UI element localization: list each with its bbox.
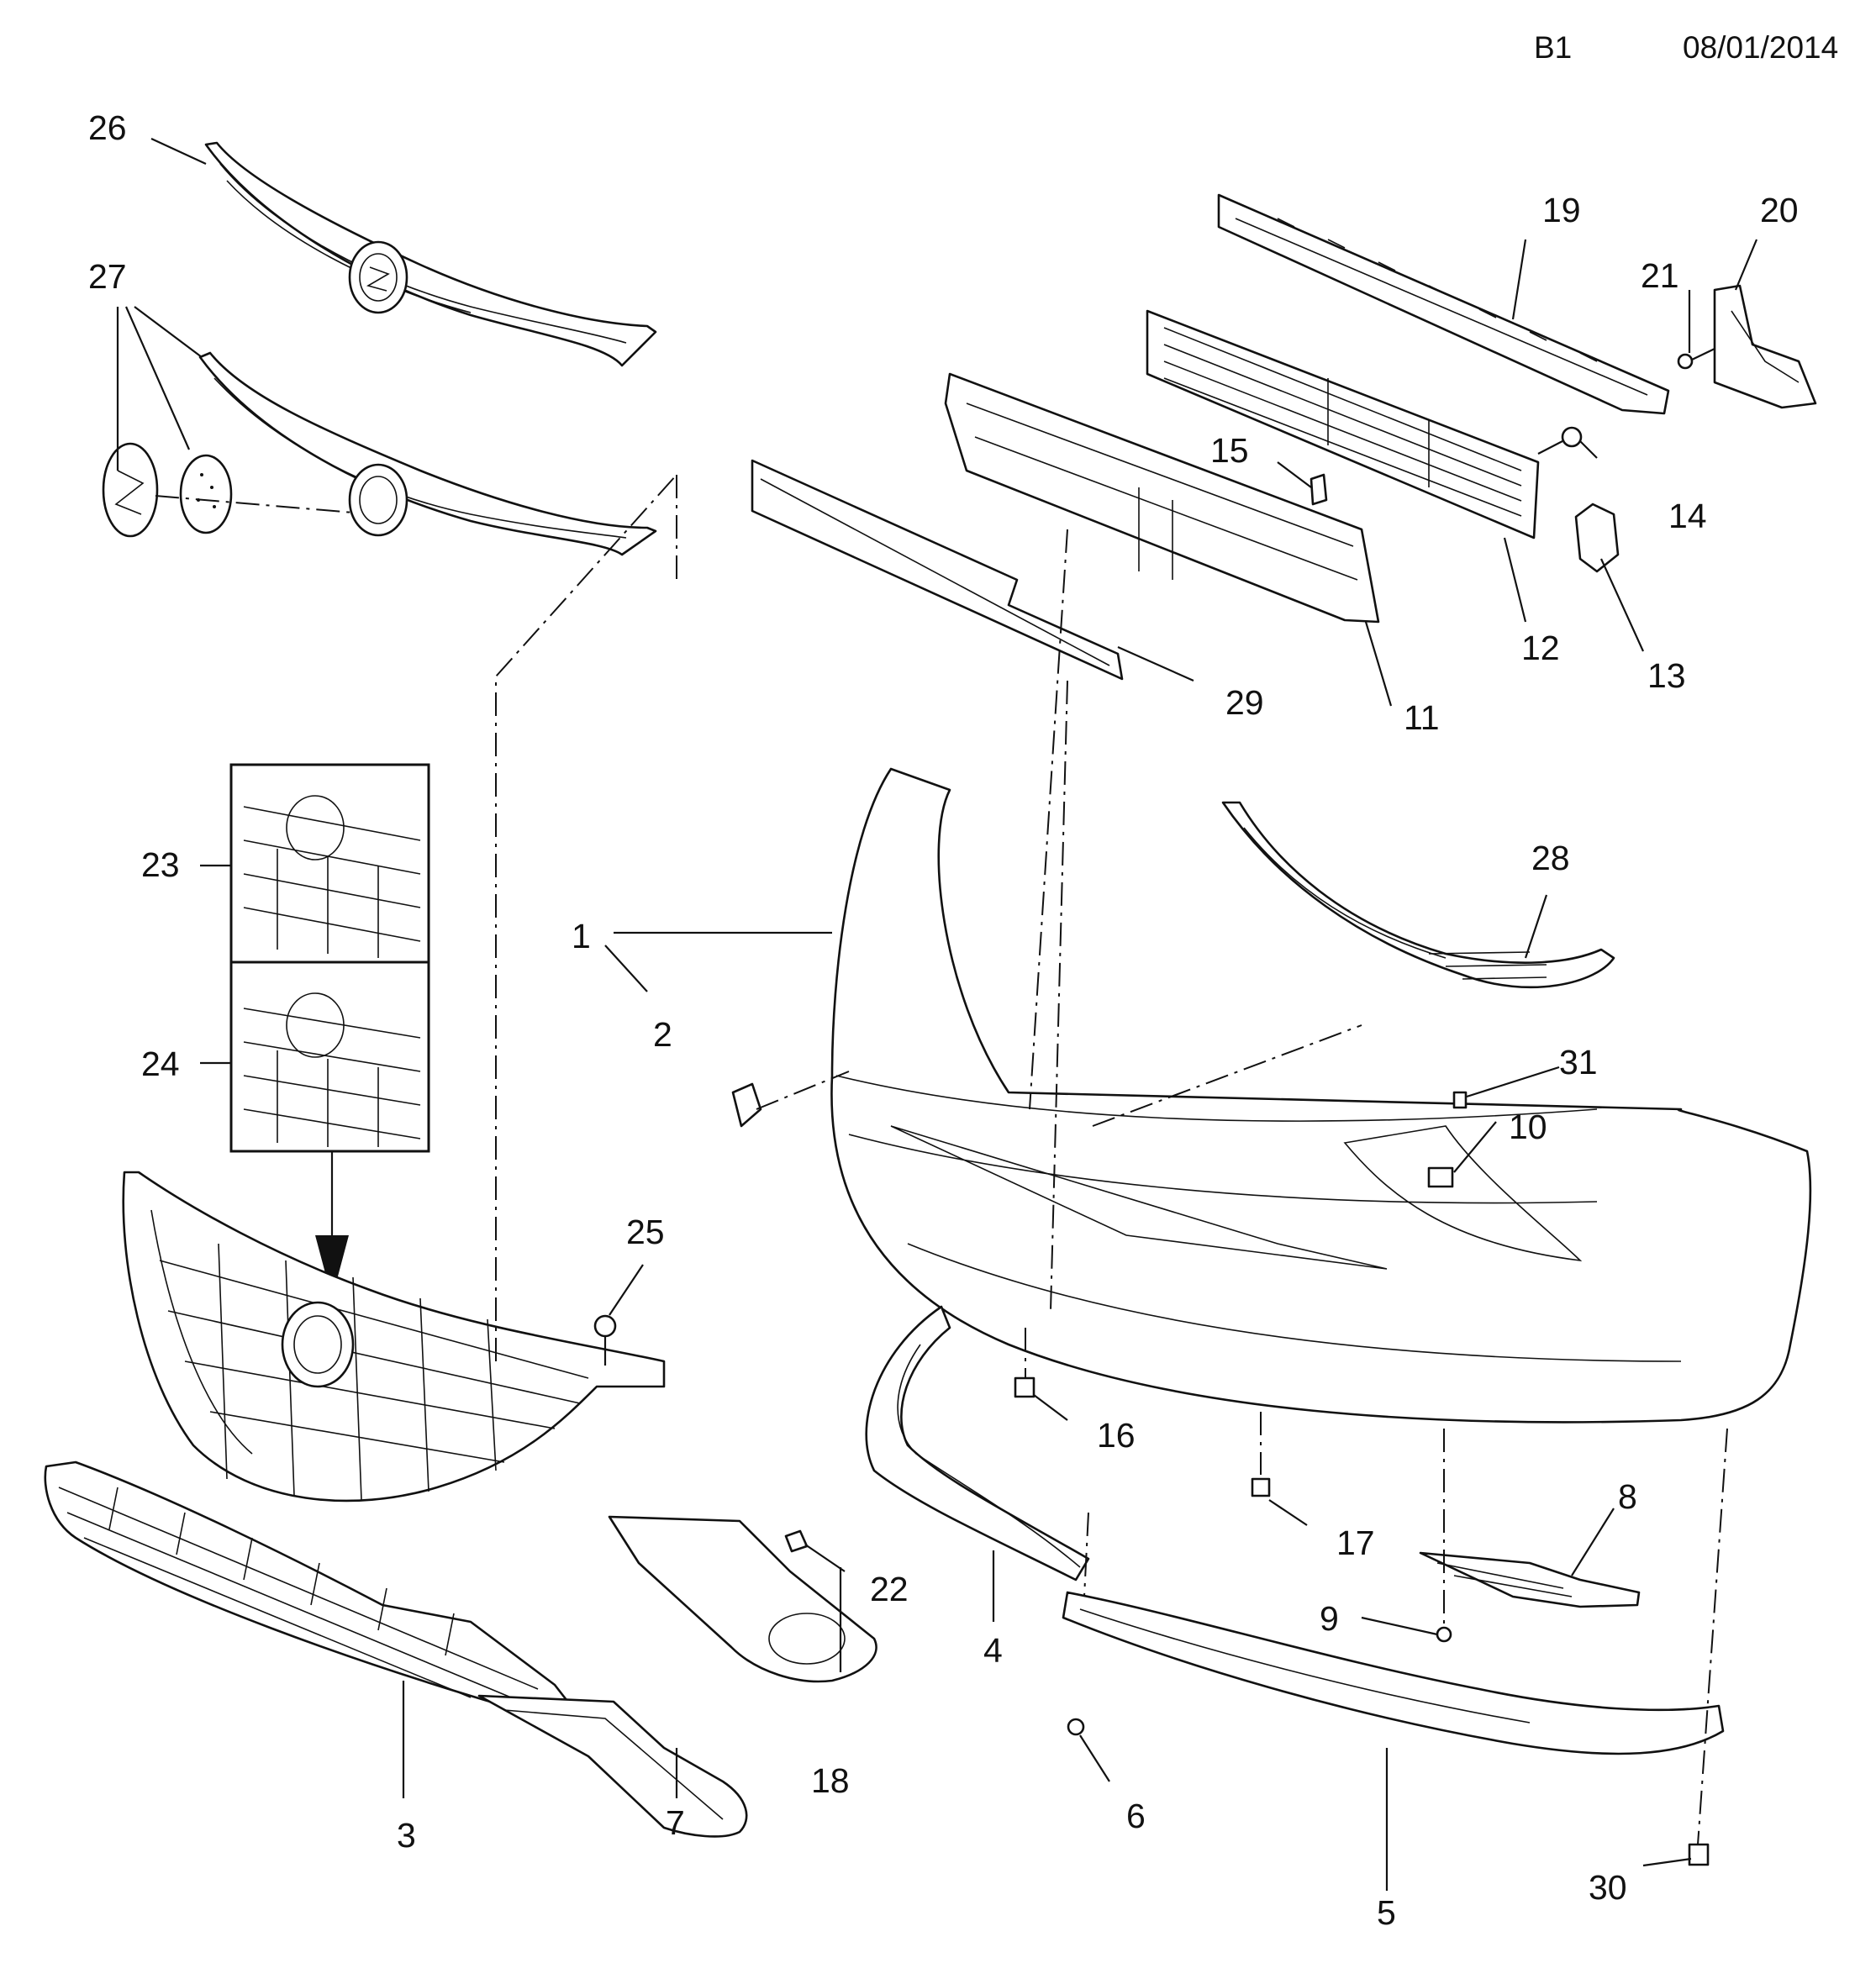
callout-9: 9 <box>1320 1599 1339 1638</box>
callout-22: 22 <box>870 1570 909 1608</box>
part-7-fog-trim <box>477 1694 748 1838</box>
callout-13: 13 <box>1647 656 1686 695</box>
part-21-screw <box>1677 348 1715 370</box>
alignment-line-grille-left <box>495 474 677 1361</box>
callout-24: 24 <box>141 1045 180 1083</box>
part-13-actuator <box>1574 503 1620 573</box>
callout-16: 16 <box>1097 1416 1136 1455</box>
grille-assembly <box>122 1171 666 1503</box>
part-2-tow-hook-cover <box>731 1082 762 1128</box>
callout-21: 21 <box>1641 256 1679 295</box>
alignment-line-28 <box>1092 1024 1362 1127</box>
part-4-lower-spoiler <box>865 1305 1090 1581</box>
callout-2: 2 <box>653 1015 672 1054</box>
part-8-tow-grille <box>1419 1551 1641 1608</box>
inset-24-grille-variant <box>229 960 430 1153</box>
fastener-10 <box>1427 1166 1454 1188</box>
fastener-16 <box>1014 1376 1035 1398</box>
part-27-grille-with-emblem <box>198 351 657 556</box>
callout-12: 12 <box>1521 629 1560 667</box>
callout-10: 10 <box>1509 1108 1547 1146</box>
part-27-emblem <box>102 442 233 538</box>
alignment-line-emblem <box>155 495 354 513</box>
part-5-lower-lip <box>1062 1591 1725 1755</box>
fastener-6 <box>1067 1718 1085 1736</box>
callout-28: 28 <box>1531 839 1570 877</box>
alignment-line-center-a <box>1029 529 1068 1110</box>
callout-labels: 26 27 19 20 21 15 14 12 13 11 29 28 1 2 … <box>88 108 1799 1932</box>
callout-3: 3 <box>397 1816 416 1855</box>
callout-7: 7 <box>666 1803 685 1842</box>
part-28-upper-bumper-mesh <box>1221 801 1615 989</box>
callout-14: 14 <box>1668 497 1707 535</box>
part-11-deflector-frame <box>944 372 1380 624</box>
part-26-upper-grille <box>204 141 657 367</box>
alignment-line-30 <box>1697 1428 1728 1845</box>
part-18-fog-trim <box>608 1515 877 1683</box>
callout-15: 15 <box>1210 431 1249 470</box>
callout-31: 31 <box>1559 1043 1598 1081</box>
leader-lines <box>116 138 1758 1891</box>
callout-5: 5 <box>1377 1893 1396 1932</box>
callout-20: 20 <box>1760 191 1799 229</box>
part-12-active-shutter-frame <box>1146 309 1540 539</box>
callout-11: 11 <box>1404 698 1440 737</box>
part-15-clip <box>1310 473 1328 506</box>
alignment-line-center-b <box>1050 680 1068 1312</box>
header-section-code: B1 <box>1534 30 1573 65</box>
part-20-bracket <box>1713 284 1817 409</box>
part-1-bumper-fascia <box>830 767 1812 1424</box>
part-25-screw <box>593 1314 617 1366</box>
part-22-clip <box>784 1529 809 1553</box>
alignment-line-4 <box>1083 1512 1089 1597</box>
callout-26: 26 <box>88 108 127 147</box>
fastener-30 <box>1688 1843 1710 1866</box>
fastener-17 <box>1251 1477 1271 1497</box>
callout-29: 29 <box>1225 683 1264 722</box>
callout-19: 19 <box>1542 191 1581 229</box>
inset-23-grille-variant <box>229 763 430 964</box>
part-29-absorber-plate <box>751 459 1124 681</box>
inset-arrowhead <box>315 1235 349 1298</box>
callout-23: 23 <box>141 845 180 884</box>
callout-25: 25 <box>626 1213 665 1251</box>
part-14-screw <box>1537 426 1583 455</box>
callout-18: 18 <box>811 1761 850 1800</box>
fastener-31 <box>1452 1091 1468 1109</box>
alignment-line-cap <box>756 1071 850 1110</box>
callout-17: 17 <box>1336 1524 1375 1562</box>
callout-8: 8 <box>1618 1477 1637 1516</box>
fastener-9 <box>1436 1626 1452 1643</box>
callout-6: 6 <box>1126 1797 1146 1835</box>
callout-4: 4 <box>983 1631 1003 1670</box>
header-date: 08/01/2014 <box>1683 30 1839 65</box>
callout-1: 1 <box>572 917 591 955</box>
part-19-impact-bar <box>1217 193 1670 415</box>
part-3-lower-grille <box>44 1460 586 1728</box>
callout-27: 27 <box>88 257 127 296</box>
callout-30: 30 <box>1589 1868 1627 1907</box>
